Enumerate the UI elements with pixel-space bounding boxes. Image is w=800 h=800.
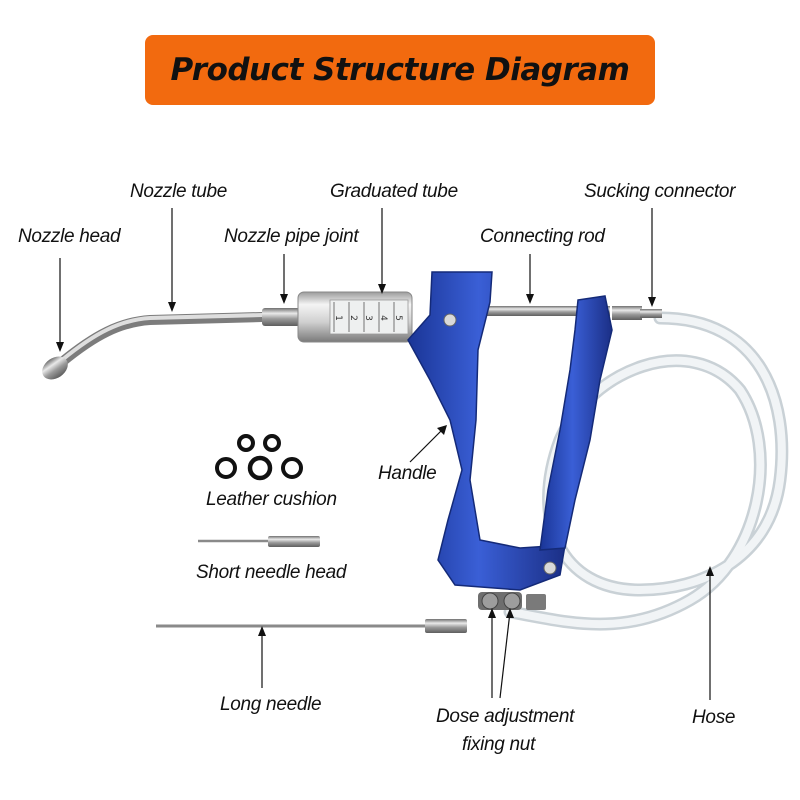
label-nozzle-head: Nozzle head (18, 226, 121, 247)
label-long-needle: Long needle (220, 694, 322, 715)
title-banner: Product Structure Diagram (145, 35, 655, 105)
label-connecting-rod: Connecting rod (480, 226, 605, 247)
sucking-connector (612, 306, 662, 320)
pointer-lines (59, 208, 711, 700)
leather-cushion (215, 434, 303, 481)
label-leather-cushion: Leather cushion (206, 489, 337, 510)
label-graduated-tube: Graduated tube (330, 181, 458, 202)
label-dose-adjustment-line2: fixing nut (462, 734, 536, 755)
label-nozzle-tube: Nozzle tube (130, 181, 228, 202)
nozzle-tube (57, 312, 267, 367)
scale-mark-label: 3 (363, 315, 373, 321)
short-needle-head (198, 536, 320, 547)
scale-mark-label: 5 (393, 315, 403, 321)
nozzle-pipe-joint (262, 308, 300, 326)
scale-mark-label: 2 (348, 315, 358, 321)
label-short-needle-head: Short needle head (196, 562, 347, 583)
long-needle (156, 619, 467, 633)
nozzle-head (42, 356, 68, 380)
label-handle: Handle (378, 463, 437, 484)
label-dose-adjustment-line1: Dose adjustment (436, 706, 575, 727)
pointer-arrowheads (56, 284, 714, 636)
scale-mark-label: 1 (333, 315, 343, 321)
page-title: Product Structure Diagram (170, 52, 630, 88)
scale-mark-label: 4 (378, 315, 388, 321)
dose-adjustment-nut (478, 592, 546, 610)
connecting-rod (480, 306, 610, 316)
label-sucking-connector: Sucking connector (584, 181, 736, 202)
label-hose: Hose (692, 707, 736, 728)
handle (407, 271, 613, 591)
label-nozzle-pipe-joint: Nozzle pipe joint (224, 226, 359, 247)
